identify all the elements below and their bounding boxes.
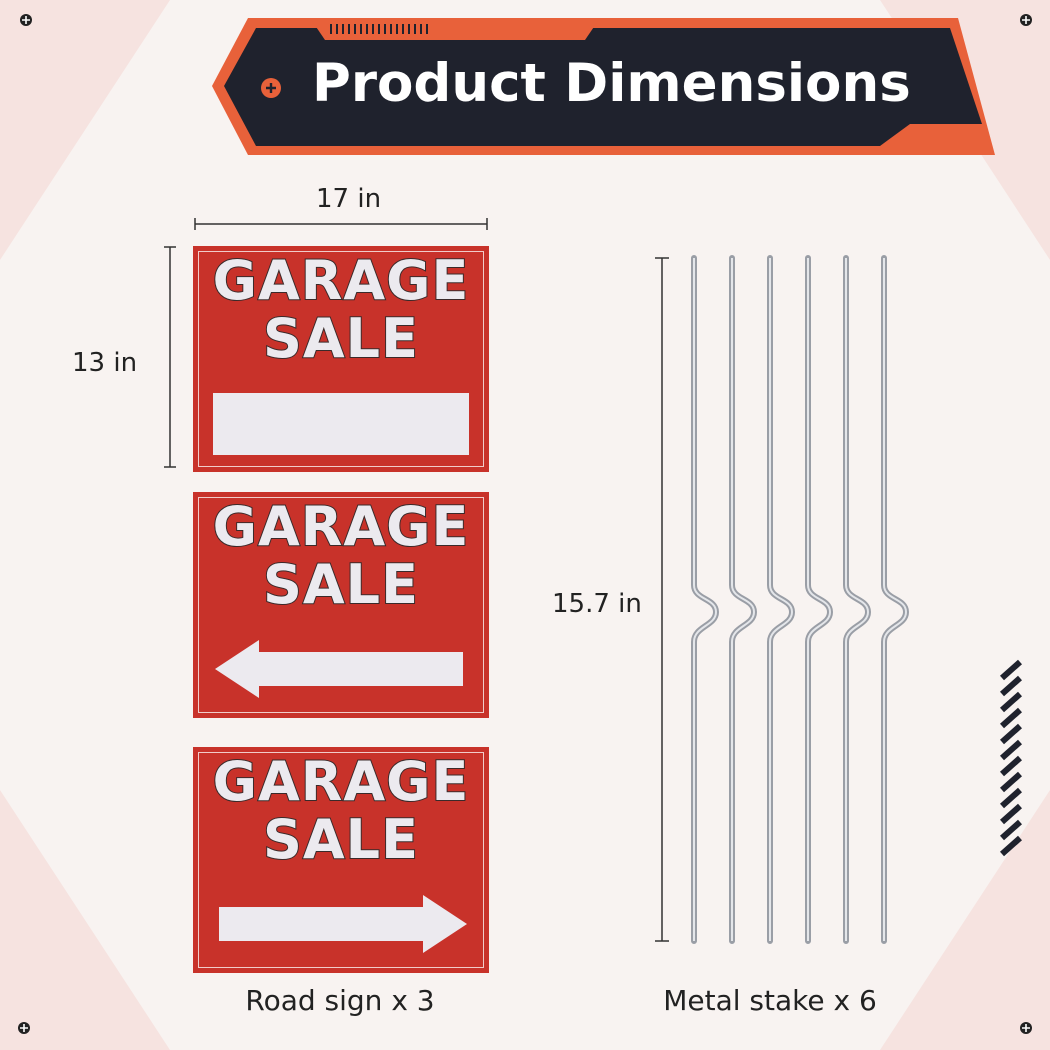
sign-title: GARAGE SALE [193, 495, 489, 616]
metal-stake-caption: Metal stake x 6 [663, 984, 877, 1017]
metal-stake-highlight [731, 258, 756, 941]
sign-line-1: GARAGE [212, 495, 470, 558]
title-banner [212, 18, 995, 155]
barcode-decoration [330, 24, 428, 34]
width-measure-line [194, 218, 488, 230]
screw-icon [20, 14, 32, 26]
arrow-right-icon [219, 895, 467, 953]
metal-stake-highlight [693, 258, 718, 941]
height-measure-line [164, 246, 176, 468]
stake-measure-line [655, 257, 669, 942]
arrow-left-icon [215, 640, 463, 698]
sign-border [198, 251, 484, 467]
hazard-stripes [1000, 659, 1022, 857]
sign-title: GARAGE SALE [193, 249, 489, 370]
metal-stake-highlight [807, 258, 832, 941]
sign-line-1: GARAGE [212, 249, 470, 312]
garage-sale-sign-right-arrow: GARAGE SALE [193, 747, 489, 973]
metal-stake-highlight [845, 258, 870, 941]
metal-stake-highlight [769, 258, 794, 941]
sign-line-2: SALE [262, 307, 419, 370]
metal-stakes [691, 255, 910, 944]
stake-height-label: 15.7 in [552, 589, 642, 619]
sign-line-1: GARAGE [212, 750, 470, 813]
sign-height-label: 13 in [72, 348, 138, 378]
sign-border [198, 497, 484, 713]
sign-width-label: 17 in [316, 184, 382, 214]
sign-border [198, 752, 484, 968]
sign-line-2: SALE [262, 808, 419, 871]
blank-panel [213, 393, 469, 455]
screw-icon [1020, 1022, 1032, 1034]
road-sign-caption: Road sign x 3 [245, 984, 435, 1017]
screw-icon [1020, 14, 1032, 26]
garage-sale-sign-blank: GARAGE SALE [193, 246, 489, 472]
plus-bullet-icon [261, 78, 281, 98]
sign-title: GARAGE SALE [193, 750, 489, 871]
screw-icon [18, 1022, 30, 1034]
garage-sale-sign-left-arrow: GARAGE SALE [193, 492, 489, 718]
page-title: Product Dimensions [312, 53, 911, 114]
metal-stake-highlight [883, 258, 908, 941]
sign-line-2: SALE [262, 553, 419, 616]
